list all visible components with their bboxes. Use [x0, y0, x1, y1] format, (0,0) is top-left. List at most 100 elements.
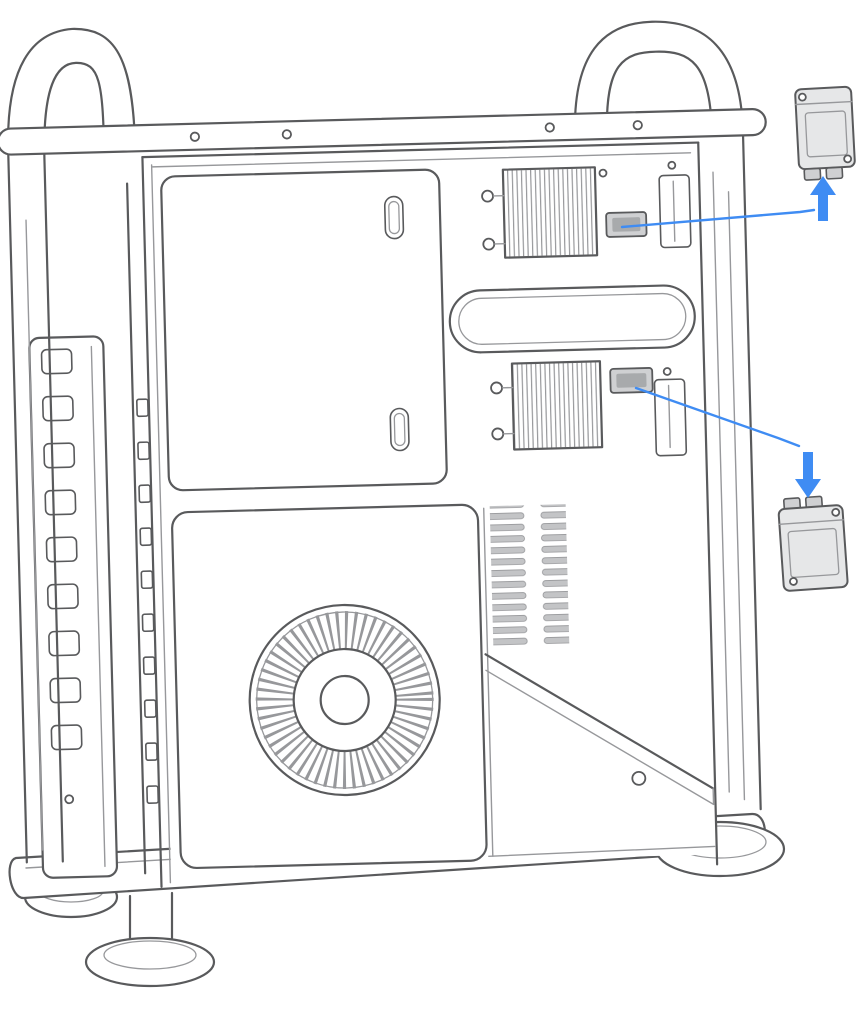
- inner-tab: [142, 656, 156, 676]
- door-latch-top: [383, 195, 405, 240]
- ssd-slot-card-bottom: [653, 367, 688, 457]
- interior-top-edge-inner: [151, 152, 692, 168]
- ssd-module-external-bottom: [777, 495, 849, 592]
- inner-tab: [140, 570, 154, 590]
- heatsink-outline: [501, 166, 599, 259]
- interior-frame-edges: [125, 141, 730, 888]
- slot-cover: [48, 630, 81, 657]
- rail-bar: [0, 108, 767, 156]
- foot-pad: [84, 936, 216, 988]
- connector-tab: [803, 167, 822, 181]
- ssd-heatsink-top: [501, 166, 599, 259]
- ssd-module-label-area: [804, 110, 848, 158]
- leader-line-bottom: [634, 386, 801, 448]
- screw-icon: [632, 120, 643, 131]
- screw-icon: [831, 507, 841, 517]
- tube-outer-line: [741, 132, 762, 811]
- tube-highlight-line: [727, 191, 746, 801]
- inner-tab: [135, 398, 149, 418]
- open-side-edge: [125, 182, 147, 875]
- tube-highlight-line: [25, 219, 44, 851]
- latch-inner: [388, 200, 401, 235]
- connector-slot: [616, 373, 647, 388]
- ssd-module-external-top: [794, 85, 856, 181]
- right-handle-inner: [605, 50, 714, 137]
- inner-tab: [137, 441, 151, 461]
- handle-outer: [448, 284, 696, 354]
- screw-icon: [662, 367, 672, 376]
- ssd-module-cap-line: [778, 519, 844, 525]
- slot-card-line: [672, 180, 676, 242]
- screw-icon: [544, 122, 555, 133]
- inner-tab: [138, 484, 152, 504]
- screw-icon: [797, 92, 807, 102]
- latch-screw-icon: [490, 381, 503, 395]
- heatsink-fins: [503, 168, 597, 257]
- left-handle-inner: [43, 61, 106, 863]
- foot-front-left: [84, 891, 216, 988]
- rear-io-panel: [28, 335, 119, 879]
- ssd-module-cap-line: [795, 100, 853, 106]
- screw-icon: [64, 794, 75, 805]
- screw-icon: [631, 770, 647, 786]
- vent-grille: [489, 504, 570, 647]
- arrow-up-icon: [810, 176, 836, 221]
- interior-top-edge: [141, 141, 700, 159]
- slot-cover: [50, 724, 83, 751]
- inner-tab: [143, 699, 157, 719]
- fan-hub: [319, 674, 370, 726]
- heatsink-fins: [512, 362, 602, 449]
- foot-pad-top: [103, 940, 197, 970]
- inner-tab: [146, 785, 160, 804]
- screw-icon: [189, 131, 200, 142]
- slot-cover: [44, 489, 77, 516]
- psu-diagonal-edge-inner: [485, 669, 715, 806]
- ssd-bay-bottom: [490, 360, 688, 457]
- psu-area: [483, 504, 716, 858]
- ssd-slot-card-top: [658, 160, 692, 249]
- interior-bottom-line: [488, 845, 716, 858]
- frame-right-tube: [573, 20, 762, 811]
- interior-left-edge-inner: [150, 164, 172, 884]
- screw-icon: [281, 129, 292, 140]
- frame-left-tube: [7, 27, 137, 864]
- connector-slot: [612, 217, 641, 232]
- panel-gap-line: [483, 507, 494, 857]
- side-door-lower: [171, 503, 488, 870]
- screw-icon: [667, 160, 677, 170]
- fan-blades: [255, 611, 434, 790]
- screw-icon: [843, 154, 853, 164]
- leader-line-top: [620, 208, 816, 229]
- latch-screw-icon: [491, 427, 505, 441]
- slot-cover: [43, 442, 76, 469]
- chassis-inner-tabs: [135, 398, 160, 804]
- top-rail: [0, 108, 767, 156]
- slot-cover: [40, 348, 73, 375]
- interior-right-edge-inner: [712, 171, 730, 793]
- screw-icon: [789, 577, 798, 586]
- ssd-connector-bottom: [609, 367, 654, 394]
- inner-tab: [139, 527, 153, 547]
- rear-panel-edge-line: [90, 345, 106, 868]
- cooling-fan: [248, 603, 441, 797]
- interior-left-edge: [141, 156, 163, 888]
- ssd-connector-top: [605, 211, 648, 238]
- mac-pro-chassis: [0, 20, 767, 888]
- slot-card-line: [667, 384, 671, 449]
- ssd-module-label-area: [787, 527, 840, 579]
- slot-cover: [46, 583, 79, 610]
- slot-cover: [49, 677, 82, 704]
- latch-screw-icon: [481, 189, 494, 203]
- ssd-module-body: [777, 504, 849, 592]
- latch-inner: [393, 412, 406, 447]
- heatsink-outline: [510, 360, 604, 451]
- door-latch-bottom: [389, 407, 410, 452]
- latch-outer: [383, 195, 405, 240]
- ssd-bay-top: [481, 160, 692, 259]
- arrow-down-icon: [795, 452, 821, 498]
- dimm-cover-handle: [448, 284, 696, 354]
- door-panel: [160, 168, 448, 492]
- handle-inner: [458, 292, 687, 345]
